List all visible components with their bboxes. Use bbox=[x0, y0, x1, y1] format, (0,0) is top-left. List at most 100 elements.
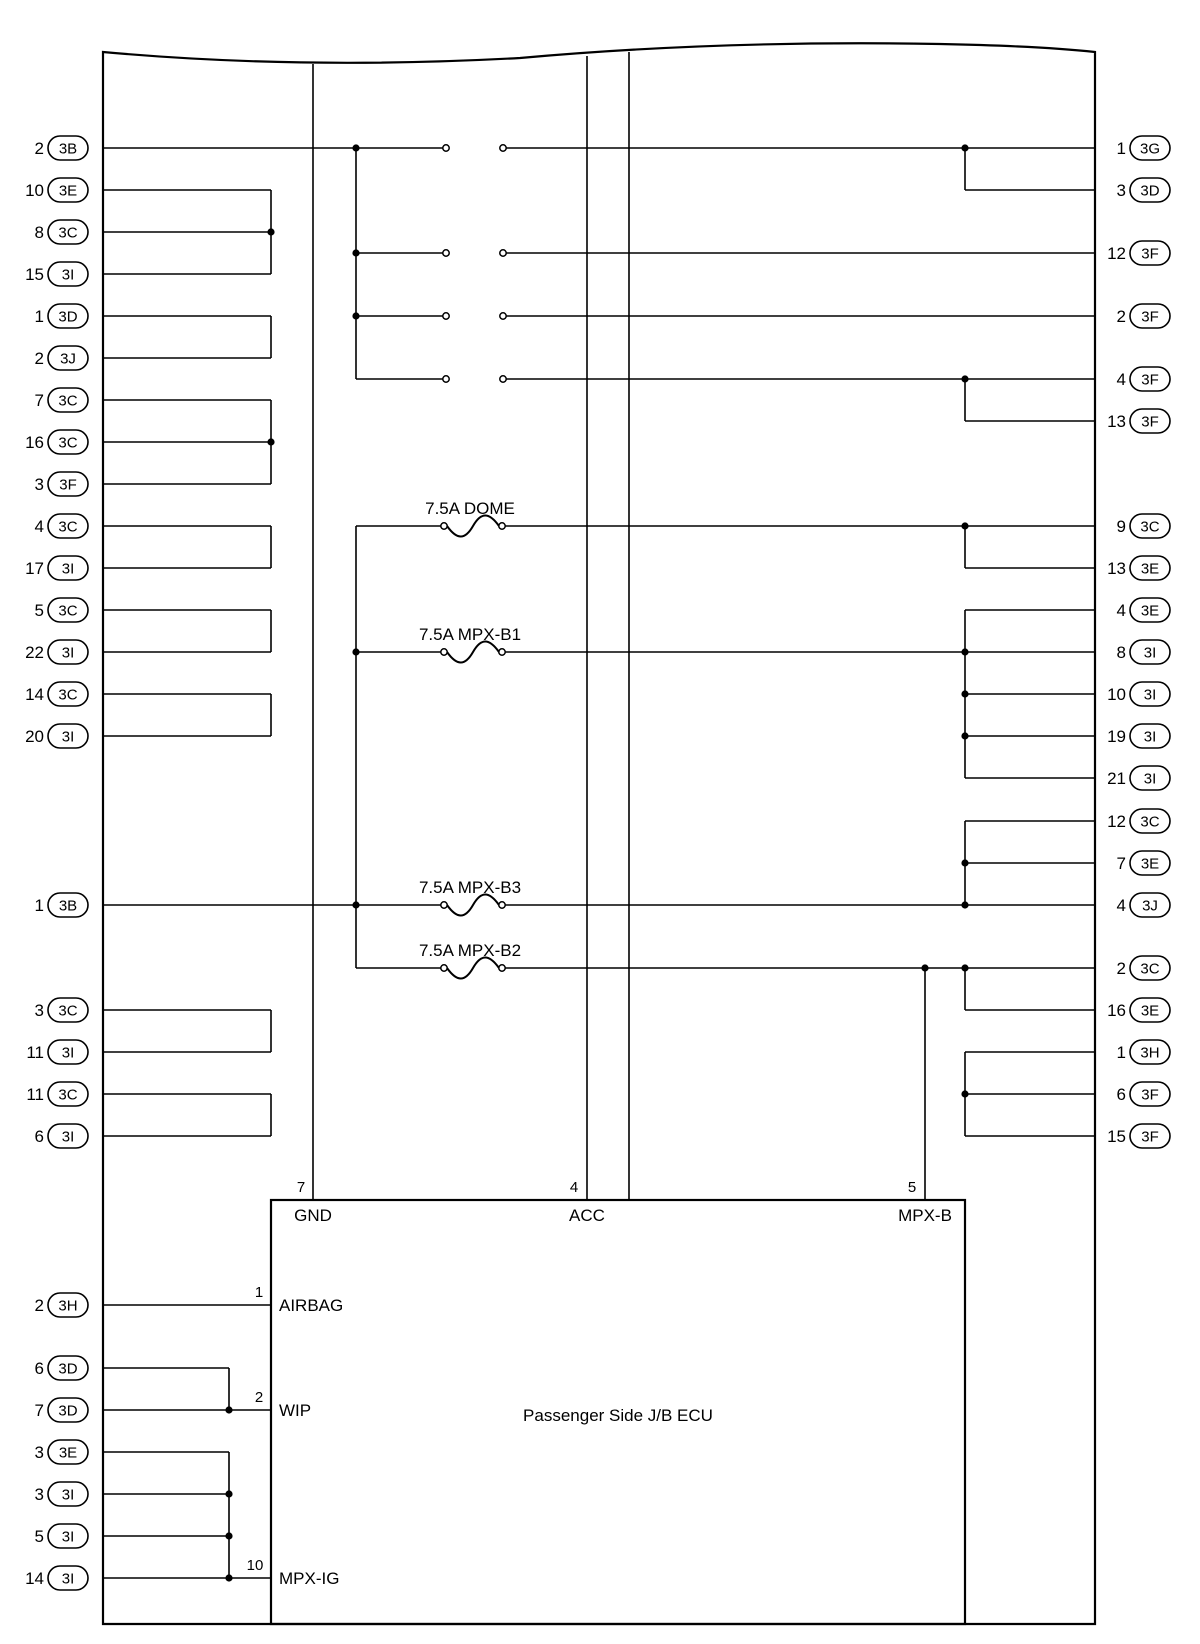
connector-code: 3D bbox=[58, 309, 77, 326]
connector-badge-shape bbox=[47, 261, 89, 287]
right-internal-loops bbox=[964, 526, 1095, 1137]
connector-pin-number: 7 bbox=[1117, 854, 1126, 873]
junction-dot-2 bbox=[352, 312, 360, 320]
connector-badge-shape bbox=[47, 1123, 89, 1149]
connector-pin-number: 4 bbox=[35, 517, 44, 536]
switch-group bbox=[103, 147, 1095, 422]
fuse-label-dome: 7.5A DOME bbox=[425, 499, 515, 518]
left-connector-25: 5 3I bbox=[35, 1523, 89, 1549]
connector-badge-shape bbox=[47, 177, 89, 203]
junction-dot-12 bbox=[352, 901, 360, 909]
right-connector-19: 6 3F bbox=[1117, 1081, 1171, 1107]
connector-code: 3E bbox=[59, 1445, 77, 1462]
connector-code: 3J bbox=[1142, 898, 1158, 915]
junction-dot-5 bbox=[267, 228, 275, 236]
connector-badge-shape bbox=[47, 1355, 89, 1381]
connector-badge-shape bbox=[1129, 997, 1171, 1023]
fuse-label-mpx-b3: 7.5A MPX-B3 bbox=[419, 878, 521, 897]
connector-code: 3D bbox=[58, 1361, 77, 1378]
junction-block-frame bbox=[101, 42, 1097, 1626]
junction-dot-7 bbox=[961, 522, 969, 530]
connector-code: 3D bbox=[1140, 183, 1159, 200]
connector-code: 3I bbox=[1144, 645, 1157, 662]
connector-pin-number: 4 bbox=[1117, 370, 1126, 389]
junction-dot-13 bbox=[961, 901, 969, 909]
ecu-acc-pin: 4 bbox=[570, 1179, 578, 1196]
connector-pin-number: 7 bbox=[35, 1401, 44, 1420]
fuse-symbol-mpx-b1 bbox=[440, 640, 506, 664]
junction-dot-8 bbox=[352, 648, 360, 656]
connector-badge-shape bbox=[47, 135, 89, 161]
junction-dot-9 bbox=[961, 648, 969, 656]
ecu-mpxb-label: MPX-B bbox=[898, 1206, 952, 1225]
connector-code: 3I bbox=[62, 1129, 75, 1146]
junction-dot-14 bbox=[961, 859, 969, 867]
connector-badge-shape bbox=[47, 513, 89, 539]
connector-pin-number: 3 bbox=[35, 475, 44, 494]
connector-badge-shape bbox=[1129, 240, 1171, 266]
connector-badge-shape bbox=[1129, 1123, 1171, 1149]
ecu-title: Passenger Side J/B ECU bbox=[523, 1406, 713, 1425]
connector-code: 3C bbox=[58, 1087, 77, 1104]
connector-code: 3E bbox=[59, 183, 77, 200]
connector-badge-shape bbox=[1129, 555, 1171, 581]
connector-badge-shape bbox=[47, 892, 89, 918]
switch-contact-0-b bbox=[499, 144, 507, 152]
connector-code: 3I bbox=[1144, 729, 1157, 746]
connector-code: 3C bbox=[1140, 519, 1159, 536]
ecu-input-wiring bbox=[103, 1304, 271, 1579]
connector-code: 3D bbox=[58, 1403, 77, 1420]
connector-pin-number: 11 bbox=[26, 1085, 44, 1104]
connector-badge-shape bbox=[47, 681, 89, 707]
connector-code: 3I bbox=[62, 1529, 75, 1546]
connector-pin-number: 19 bbox=[1107, 727, 1126, 746]
connector-code: 3I bbox=[62, 267, 75, 284]
connector-pin-number: 6 bbox=[1117, 1085, 1126, 1104]
connector-badge-shape bbox=[1129, 765, 1171, 791]
connector-pin-number: 7 bbox=[35, 391, 44, 410]
connector-badge-shape bbox=[47, 345, 89, 371]
connector-pin-number: 10 bbox=[1107, 685, 1126, 704]
connector-pin-number: 17 bbox=[25, 559, 44, 578]
ecu-wip-label: WIP bbox=[279, 1401, 311, 1420]
connector-code: 3F bbox=[59, 477, 77, 494]
connector-badge-shape bbox=[1129, 892, 1171, 918]
junction-dot-18 bbox=[225, 1406, 233, 1414]
left-connector-22: 7 3D bbox=[35, 1397, 89, 1423]
connector-badge-shape bbox=[47, 429, 89, 455]
connector-pin-number: 22 bbox=[25, 643, 44, 662]
connector-badge-shape bbox=[47, 1481, 89, 1507]
connector-code: 3F bbox=[1141, 1087, 1159, 1104]
connector-badge-shape bbox=[47, 1439, 89, 1465]
ecu-mpxig-label: MPX-IG bbox=[279, 1569, 339, 1588]
connector-pin-number: 13 bbox=[1107, 412, 1126, 431]
connector-pin-number: 5 bbox=[35, 1527, 44, 1546]
fuse-label-mpx-b2: 7.5A MPX-B2 bbox=[419, 941, 521, 960]
connector-badge-shape bbox=[1129, 1081, 1171, 1107]
connector-badge-shape bbox=[1129, 408, 1171, 434]
connector-code: 3E bbox=[1141, 1003, 1159, 1020]
connector-pin-number: 8 bbox=[1117, 643, 1126, 662]
junction-dot-3 bbox=[961, 144, 969, 152]
junction-dot-20 bbox=[225, 1532, 233, 1540]
connector-code: 3I bbox=[1144, 771, 1157, 788]
connector-pin-number: 1 bbox=[1117, 1043, 1126, 1062]
connector-pin-number: 2 bbox=[1117, 307, 1126, 326]
